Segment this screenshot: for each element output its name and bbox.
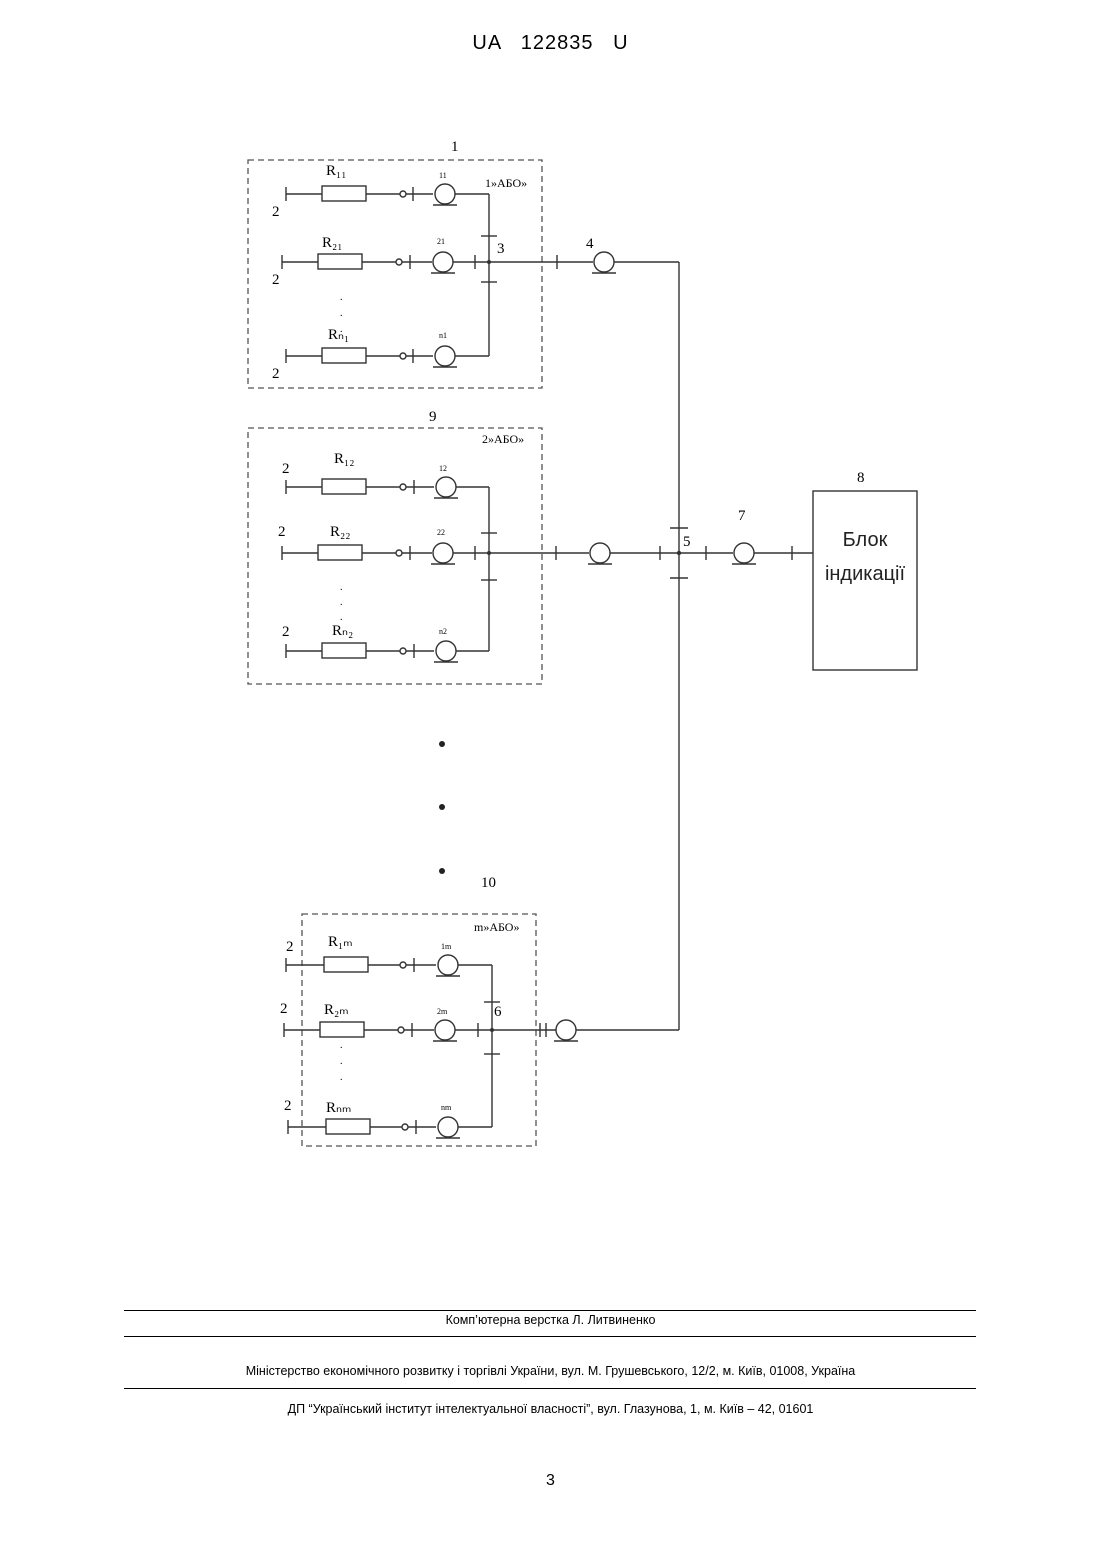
block-3-lamp-1: 1m bbox=[441, 942, 452, 951]
svg-text:.: . bbox=[340, 612, 343, 623]
block-3-res-2: R₂ₘ bbox=[324, 1002, 349, 1018]
block-2-lamp-1: 12 bbox=[439, 464, 447, 473]
block-2-frame bbox=[248, 428, 542, 684]
page-number: 3 bbox=[0, 1472, 1101, 1490]
block-1-ground-2: 2 bbox=[272, 272, 280, 288]
block-2-row-2 bbox=[282, 543, 489, 564]
svg-text:.: . bbox=[340, 308, 343, 319]
block-2-res-2: R₂₂ bbox=[330, 524, 350, 540]
block-3-res-1: R₁ₘ bbox=[328, 934, 353, 950]
block-3-lamp-2: 2m bbox=[437, 1007, 448, 1016]
block-1-row-2 bbox=[282, 252, 489, 273]
footer-typesetter: Комп’ютерна верстка Л. Литвиненко bbox=[0, 1313, 1101, 1327]
footer-rule-3 bbox=[124, 1388, 976, 1389]
block-2-lamp-3: n2 bbox=[439, 627, 447, 636]
svg-text:.: . bbox=[340, 597, 343, 608]
block-2-ground-1: 2 bbox=[282, 461, 290, 477]
indicator-number: 8 bbox=[857, 470, 865, 486]
indicator-label-line-2: індикації bbox=[825, 563, 906, 585]
block-3-title: m»АБО» bbox=[474, 920, 519, 934]
bus-3-label: 3 bbox=[497, 241, 505, 257]
block-2-output bbox=[489, 528, 733, 578]
block-2-row-3 bbox=[286, 641, 489, 662]
block-2-title: 2»АБО» bbox=[482, 432, 524, 446]
lamp-7-label: 7 bbox=[738, 508, 746, 524]
block-3-row-2 bbox=[284, 1020, 492, 1041]
block-2-number: 9 bbox=[429, 409, 437, 425]
block-2-res-3: Rₙ₂ bbox=[332, 623, 353, 639]
block-3-output bbox=[492, 1020, 679, 1041]
block-3-ground-3: 2 bbox=[284, 1098, 292, 1114]
block-1-lamp-3: n1 bbox=[439, 331, 447, 340]
block-2-res-1: R₁₂ bbox=[334, 451, 354, 467]
circuit-diagram: ... ... bbox=[0, 0, 1101, 1200]
junction-5-label: 5 bbox=[683, 534, 691, 550]
svg-text:.: . bbox=[340, 1056, 343, 1067]
svg-text:.: . bbox=[340, 1040, 343, 1051]
svg-text:.: . bbox=[340, 582, 343, 593]
block-1-title: 1»АБО» bbox=[485, 176, 527, 190]
block-1-ground-3: 2 bbox=[272, 366, 280, 382]
block-3-lamp-3: nm bbox=[441, 1103, 452, 1112]
block-1-res-1: R₁₁ bbox=[326, 163, 346, 179]
block-2-row-1 bbox=[286, 477, 489, 498]
block-3-ground-1: 2 bbox=[286, 939, 294, 955]
block-1-lamp-2: 21 bbox=[437, 237, 445, 246]
block-3-number: 10 bbox=[481, 875, 496, 891]
block-1-row-3 bbox=[286, 346, 489, 367]
block-1-ground-1: 2 bbox=[272, 204, 280, 220]
block-1-row-1 bbox=[286, 184, 489, 205]
block-3-row-1 bbox=[286, 955, 492, 976]
svg-text:.: . bbox=[340, 292, 343, 303]
block-2-lamp-2: 22 bbox=[437, 528, 445, 537]
block-1-output bbox=[489, 252, 679, 273]
footer-institute: ДП “Український інститут інтелектуальної… bbox=[0, 1402, 1101, 1416]
block-1-res-2: R₂₁ bbox=[322, 235, 342, 251]
lamp-7 bbox=[732, 543, 813, 564]
block-3-res-3: Rₙₘ bbox=[326, 1100, 351, 1116]
indicator-label-line-1: Блок bbox=[843, 529, 888, 551]
footer-rule-1 bbox=[124, 1310, 976, 1311]
block-1-res-3: Rₙ₁ bbox=[328, 327, 349, 343]
footer-rule-2 bbox=[124, 1336, 976, 1337]
svg-text:.: . bbox=[340, 1072, 343, 1083]
block-3-row-3 bbox=[288, 1117, 492, 1138]
output-4-label: 4 bbox=[586, 236, 594, 252]
block-2-ground-2: 2 bbox=[278, 524, 286, 540]
footer-ministry: Міністерство економічного розвитку і тор… bbox=[0, 1364, 1101, 1378]
bus-6-label: 6 bbox=[494, 1004, 502, 1020]
block-3-ground-2: 2 bbox=[280, 1001, 288, 1017]
block-2-ground-3: 2 bbox=[282, 624, 290, 640]
block-1-lamp-1: 11 bbox=[439, 171, 447, 180]
block-1-number: 1 bbox=[451, 139, 459, 155]
